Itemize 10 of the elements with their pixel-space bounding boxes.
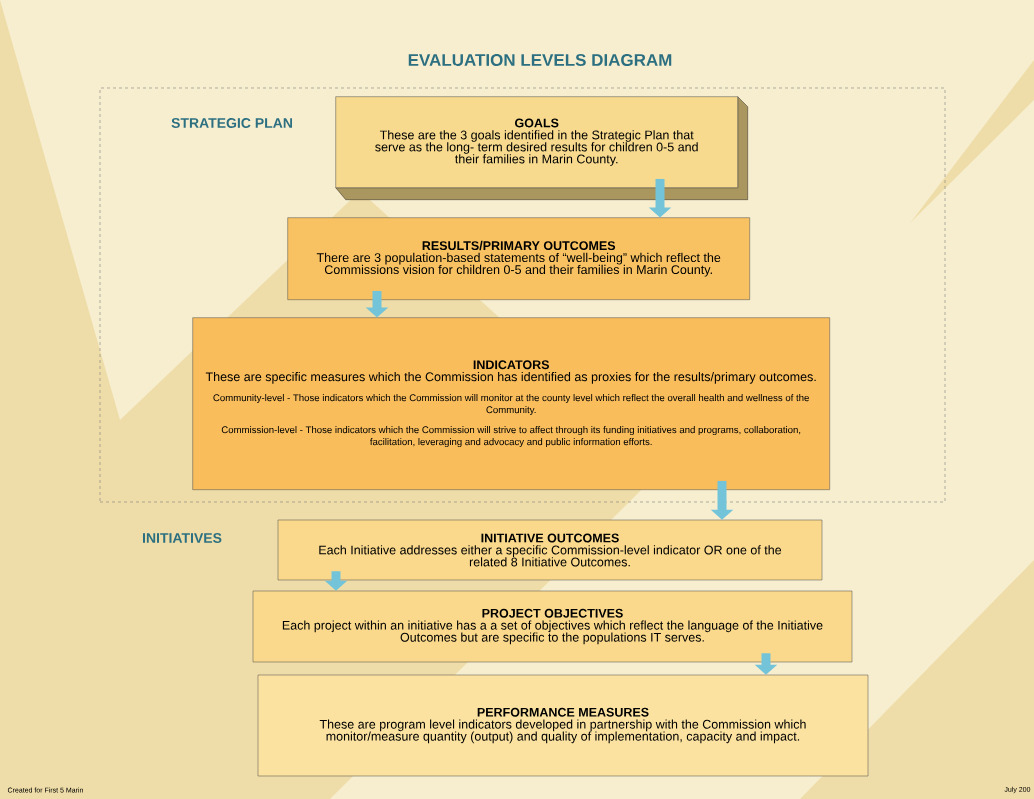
process-box: INDICATORS These are specific measures which the Commission has identified as proxies for the results/primary outcomes. Community-level - Those indicators which the Commission will monitor at the county level which reflect the overall health and wellness of the Community. Commission-level - Those indicators which the Commission will strive to affect through its funding initiatives and programs, collaboration, facilitation, leveraging and advocacy and public information efforts.	[192, 317, 830, 490]
section-heading: INITIATIVES	[143, 533, 222, 543]
process-box: PROJECT OBJECTIVES Each project within an initiative has a a set of objectives which reflect the language of the Initiative Outcomes but are specific to the populations IT serves.	[252, 590, 853, 663]
process-box: GOALS These are the 3 goals identified in the Strategic Plan that serve as the long- term desired results for children 0-5 and their families in Marin County.	[335, 96, 748, 200]
diagram-title: EVALUATION LEVELS DIAGRAM	[408, 53, 672, 66]
process-box: RESULTS/PRIMARY OUTCOMES There are 3 population-based statements of “well-being” which reflect the Commissions vision for children 0-5 and their families in Marin County.	[287, 217, 750, 300]
section-heading: STRATEGIC PLAN	[171, 118, 292, 128]
process-box: PERFORMANCE MEASURES These are program level indicators developed in partnership with the Commission which monitor/measure quantity (output) and quality of implementation, capacity and impact.	[257, 674, 869, 777]
process-box: INITIATIVE OUTCOMES Each Initiative addresses either a specific Commission-level indicator OR one of the related 8 Initiative Outcomes.	[277, 519, 823, 581]
dashed-region	[99, 87, 946, 503]
